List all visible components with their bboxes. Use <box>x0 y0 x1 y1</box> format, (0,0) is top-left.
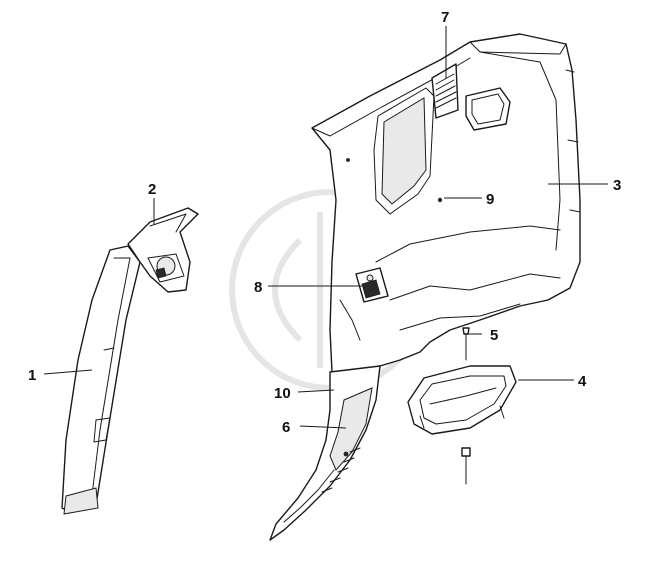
callout-9: 9 <box>486 191 494 208</box>
part-1-pillar-trim <box>61 245 141 515</box>
callout-2: 2 <box>148 181 156 198</box>
part-6-lower-trim <box>269 365 381 541</box>
callout-5: 5 <box>490 327 498 344</box>
part-3-side-panel <box>311 33 581 379</box>
part-4-storage-tray <box>407 365 517 435</box>
part-2-corner-bracket <box>127 207 199 293</box>
part-5-screws <box>461 327 471 485</box>
callout-7: 7 <box>441 9 449 26</box>
callout-4: 4 <box>578 373 587 390</box>
callout-labels: 1 2 3 4 5 6 7 8 9 10 <box>28 9 621 436</box>
part-8-switch-unit <box>355 267 389 303</box>
callout-3: 3 <box>613 177 621 194</box>
callout-1: 1 <box>28 367 36 384</box>
callout-8: 8 <box>254 279 262 296</box>
leader-lines <box>43 26 608 429</box>
callout-10: 10 <box>274 385 291 402</box>
part-7-vent-grille <box>431 63 459 119</box>
callout-6: 6 <box>282 419 290 436</box>
